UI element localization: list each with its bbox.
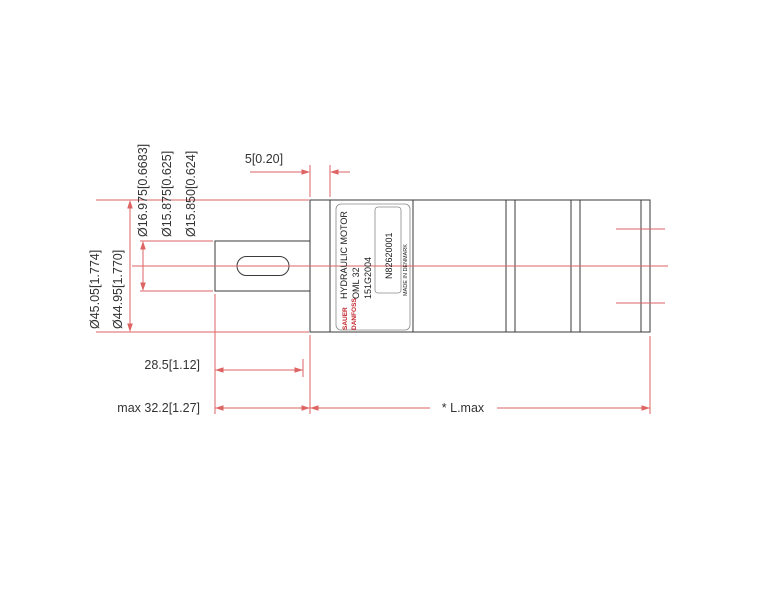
dimension-arrows	[127, 169, 650, 411]
nameplate	[335, 203, 411, 331]
dim-shaft-dia-3: Ø15.850[0.624]	[184, 151, 198, 237]
dimension-lines	[96, 165, 651, 414]
dim-shaft-dia-2: Ø15.875[0.625]	[160, 151, 174, 237]
dim-motor-length: * L.max	[442, 401, 485, 415]
dim-shaft-length-max: max 32.2[1.27]	[117, 401, 200, 415]
dim-pilot-dia-1: Ø45.05[1.774]	[88, 250, 102, 329]
dim-pilot-height: 5[0.20]	[245, 152, 283, 166]
dim-pilot-dia-2: Ø44.95[1.770]	[111, 250, 125, 329]
serial-number-box	[374, 206, 402, 294]
brand-logo-line1: SAUER	[342, 307, 349, 330]
nameplate-serial-number: N82620001	[384, 232, 394, 279]
dim-key-length: 28.5[1.12]	[144, 358, 200, 372]
nameplate-model: OML 32	[351, 267, 361, 299]
dim-shaft-dia-1: Ø16.975[0.6683]	[136, 144, 150, 237]
nameplate-product: HYDRAULIC MOTOR	[339, 211, 349, 299]
brand-logo-line2: DANFOSS	[351, 298, 358, 330]
center-lines	[132, 228, 668, 304]
nameplate-labels: HYDRAULIC MOTOR OML 32 151G2004 N8262000…	[339, 211, 409, 330]
nameplate-origin: MADE IN DENMARK	[403, 244, 409, 296]
dimension-labels: Ø16.975[0.6683] Ø15.875[0.625] Ø15.850[0…	[88, 144, 485, 415]
nameplate-code-number: 151G2004	[363, 257, 373, 299]
